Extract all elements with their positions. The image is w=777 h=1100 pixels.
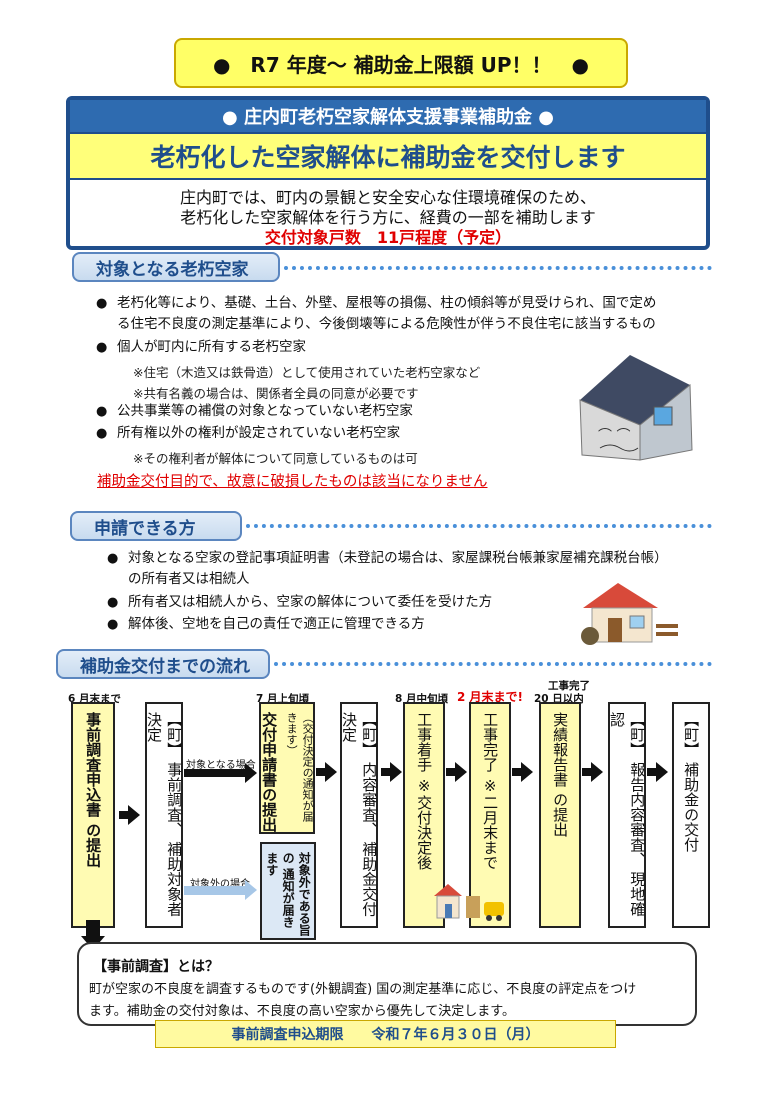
arrow-shaft: [512, 768, 522, 776]
arrow-right-icon: [656, 762, 668, 782]
note-text: ※共有名義の場合は、関係者全員の同意が必要です: [133, 386, 419, 401]
arrow-shaft: [86, 920, 100, 940]
note-text: ※その権利者が解体について同意しているものは可: [133, 451, 418, 466]
arrow-right-icon: [521, 762, 533, 782]
step-text: 【町】 内容審査、 補助金交付決定: [340, 712, 379, 917]
step-text: 工事完了 ※二月末まで: [481, 712, 500, 870]
faq-line-2: ます。補助金の交付対象は、不良度の高い空家から優先して決定します。: [89, 1004, 516, 1019]
step-text: 事前調査申込書 の提出: [84, 712, 103, 868]
top-banner: ● R7 年度～ 補助金上限額 UP！！ ●: [174, 38, 628, 88]
headline: 老朽化した空家解体に補助金を交付します: [70, 132, 706, 180]
timing-label: 工事完了: [548, 680, 590, 692]
step-text: 【町】 事前調査、 補助対象者決定: [145, 712, 184, 917]
bullet-icon: ●: [96, 296, 108, 311]
list-item: る住宅不良度の測定基準により、今後倒壊等による危険性が伴う不良住宅に該当するもの: [117, 316, 656, 332]
arrow-shaft: [381, 768, 391, 776]
step-payment: 【町】 補助金の交付: [672, 702, 710, 928]
step-review: 【町】 内容審査、 補助金交付決定: [340, 702, 378, 928]
arrow-right-icon: [128, 805, 140, 825]
arrow-right-icon: [325, 762, 337, 782]
arrow-shaft: [184, 886, 246, 895]
house-illustration: [581, 583, 678, 645]
arrow-right-icon: [455, 762, 467, 782]
list-item: 対象となる空家の登記事項証明書（未登記の場合は、家屋課税台帳兼家屋補充課税台帳）: [128, 550, 668, 566]
program-name: ● 庄内町老朽空家解体支援事業補助金 ●: [70, 100, 706, 132]
list-item: 老朽化等により、基礎、土台、外壁、屋根等の損傷、柱の傾斜等が見受けられ、国で定め: [117, 295, 657, 311]
faq-line-1: 町が空家の不良度を調査するものです(外観調査) 国の測定基準に応じ、不良度の評定…: [89, 982, 637, 997]
dotted-divider: [284, 266, 712, 270]
bullet-icon: ●: [96, 426, 108, 441]
step-result-report: 実績報告書 の提出: [539, 702, 581, 928]
list-item: 所有権以外の権利が設定されていない老朽空家: [117, 425, 401, 441]
step-subtext: （交付決定の通知が届きます）: [285, 712, 315, 822]
dotted-divider: [274, 662, 712, 666]
arrow-right-icon: [245, 763, 257, 783]
arrow-shaft: [446, 768, 456, 776]
application-deadline: 事前調査申込期限 令和７年６月３０日（月）: [155, 1020, 616, 1048]
list-item: 公共事業等の補償の対象となっていない老朽空家: [117, 403, 413, 419]
description-line-2: 老朽化した空家解体を行う方に、経費の一部を補助します: [180, 208, 596, 227]
timing-label-deadline: 2 月末まで!: [457, 690, 524, 704]
warning-text: 補助金交付目的で、故意に破損したものは該当になりません: [97, 474, 488, 490]
quota-text: 交付対象戸数 11戸程度（予定）: [264, 228, 512, 247]
section-heading-target-houses: 対象となる老朽空家: [72, 252, 280, 282]
svg-text:⌒ ⌒: ⌒ ⌒: [598, 428, 630, 444]
arrow-shaft: [184, 769, 246, 777]
branch-no-label: 対象外の場合: [190, 879, 250, 890]
step-text: 工事着手 ※交付決定後: [415, 712, 434, 870]
title-box: ● 庄内町老朽空家解体支援事業補助金 ● 老朽化した空家解体に補助金を交付します…: [66, 96, 710, 250]
step-grant-application: 交付申請書の提出 （交付決定の通知が届きます）: [259, 702, 315, 834]
bullet-icon: ●: [96, 404, 108, 419]
arrow-right-icon: [245, 880, 257, 900]
bullet-icon: ●: [96, 340, 108, 355]
section-heading-flow: 補助金交付までの流れ: [56, 649, 270, 679]
bullet-icon: ●: [107, 595, 119, 610]
list-item: 所有者又は相続人から、空家の解体について委任を受けた方: [128, 594, 493, 610]
bullet-icon: ●: [107, 617, 119, 632]
step-complete-construction: 工事完了 ※二月末まで: [469, 702, 511, 928]
list-item: の所有者又は相続人: [128, 571, 250, 587]
arrow-shaft: [582, 768, 592, 776]
branch-yes-label: 対象となる場合: [186, 760, 256, 771]
arrow-right-icon: [591, 762, 603, 782]
step-inspection: 【町】 報告内容審査、 現地確認: [608, 702, 646, 928]
construction-illustration: [434, 884, 504, 921]
step-text: 【町】 補助金の交付: [682, 712, 701, 852]
step-text: 実績報告書 の提出: [551, 712, 570, 837]
step-survey: 【町】 事前調査、 補助対象者決定: [145, 702, 183, 928]
step-text: 【町】 報告内容審査、 現地確認: [608, 712, 647, 917]
list-item: 個人が町内に所有する老朽空家: [117, 339, 306, 355]
section-heading-applicants: 申請できる方: [70, 511, 242, 541]
step-text: 対象外である旨の 通知が届きます: [264, 852, 312, 936]
description-line-1: 庄内町では、町内の景観と安全安心な住環境確保のため、: [179, 188, 596, 207]
step-not-eligible: 対象外である旨の 通知が届きます: [260, 842, 316, 940]
faq-title: 【事前調査】とは？: [93, 959, 219, 975]
arrow-right-icon: [390, 762, 402, 782]
pre-survey-explanation: 【事前調査】とは？ 町が空家の不良度を調査するものです(外観調査) 国の測定基準…: [77, 942, 697, 1026]
step-application: 事前調査申込書 の提出: [71, 702, 115, 928]
bullet-icon: ●: [107, 551, 119, 566]
dotted-divider: [246, 524, 712, 528]
list-item: 解体後、空地を自己の責任で適正に管理できる方: [128, 616, 425, 632]
note-text: ※住宅（木造又は鉄骨造）として使用されていた老朽空家など: [133, 365, 481, 380]
step-start-construction: 工事着手 ※交付決定後: [403, 702, 445, 928]
step-text: 交付申請書の提出: [260, 712, 279, 832]
old-house-illustration: ⌒ ⌒: [579, 355, 693, 461]
arrow-shaft: [647, 768, 657, 776]
arrow-shaft: [316, 768, 326, 776]
arrow-shaft: [119, 811, 129, 819]
